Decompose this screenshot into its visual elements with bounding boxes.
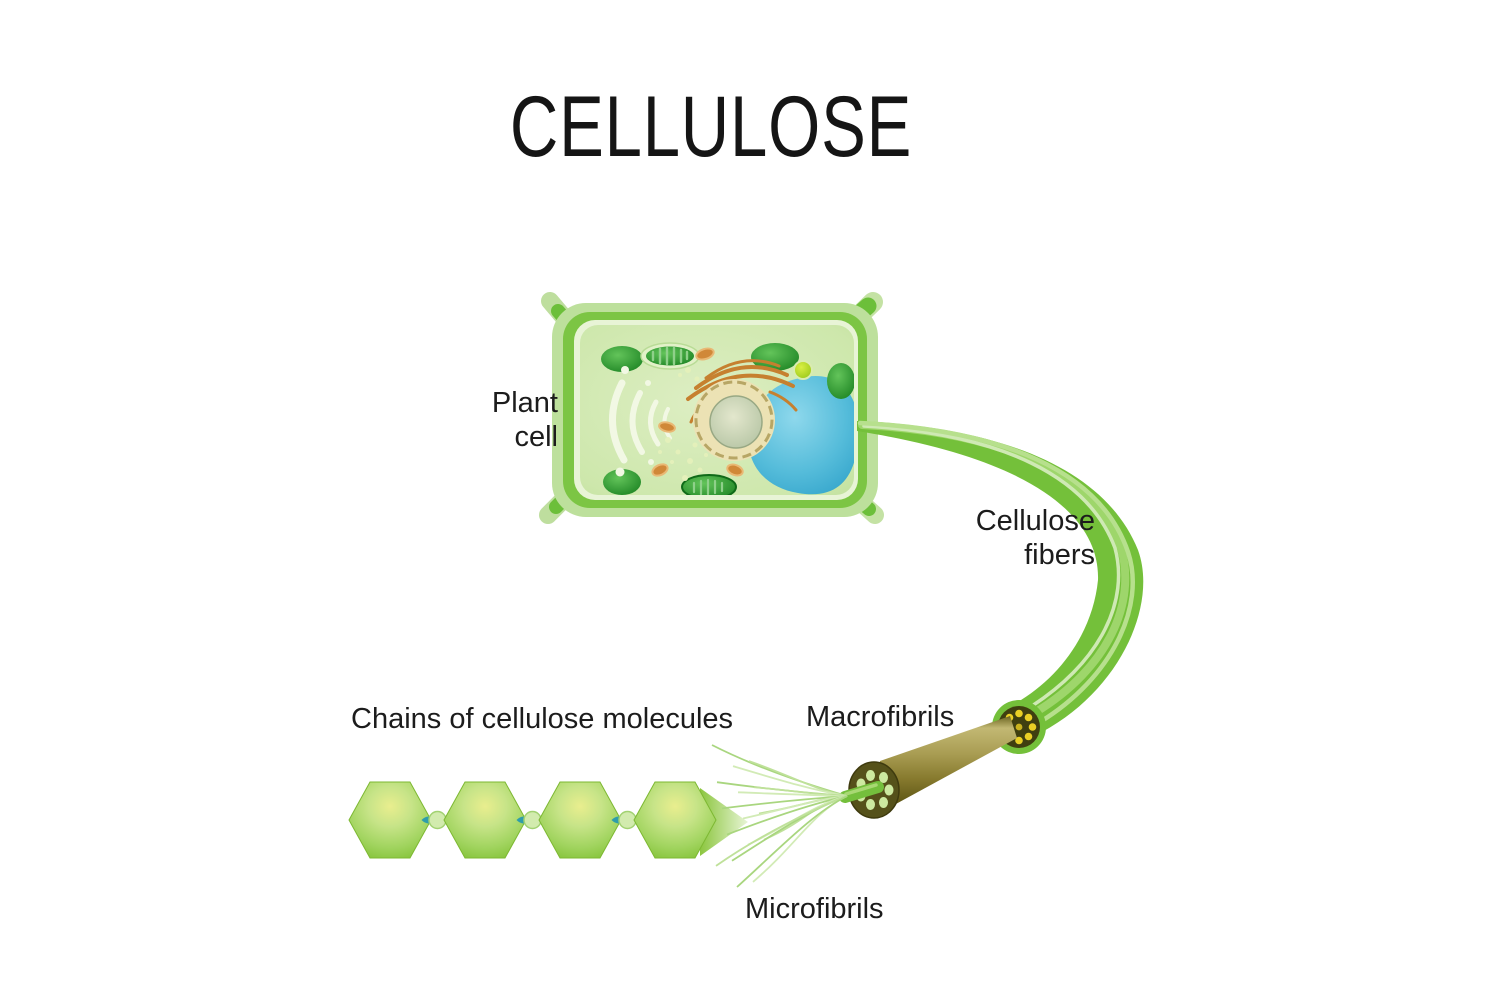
label-cellulose-fibers-line2: fibers — [1024, 539, 1095, 571]
microfibril-line — [732, 765, 848, 797]
peroxisome — [793, 360, 813, 380]
chloroplast-striped-bottom — [681, 474, 737, 495]
label-plant-cell: Plant cell — [400, 386, 558, 454]
fiber-highlights — [857, 420, 1135, 725]
chloroplast-striped-top — [640, 342, 700, 370]
microfibril-fan-lines — [711, 744, 848, 888]
cellulose-molecule — [348, 781, 432, 859]
microfibril-line — [742, 795, 848, 820]
label-microfibrils: Microfibrils — [745, 893, 884, 925]
mitochondria — [651, 347, 744, 477]
label-plant-cell-line2: cell — [514, 421, 558, 453]
macrofibril-strand — [839, 781, 884, 803]
fiber-band — [857, 421, 1144, 732]
macrofibril-cone — [839, 716, 1017, 819]
cellulose-fiber — [857, 420, 1144, 754]
microfibril-line — [737, 791, 848, 797]
label-cellulose-fibers: Cellulose fibers — [900, 504, 1095, 572]
vacuole — [748, 376, 854, 495]
label-plant-cell-line1: Plant — [491, 387, 558, 419]
microfibril-line — [715, 795, 848, 867]
molecule-funnel — [700, 788, 748, 856]
label-chains-of-cellulose-molecules: Chains of cellulose molecules — [351, 703, 734, 735]
label-macrofibrils: Macrofibrils — [806, 701, 955, 733]
cellulose-molecule — [538, 781, 622, 859]
cellulose-molecule — [443, 781, 527, 859]
chloroplasts — [601, 342, 854, 495]
molecule-chain — [348, 781, 717, 859]
microfibril-fan — [700, 744, 848, 888]
nucleolus — [709, 395, 763, 449]
microfibril-line — [711, 744, 848, 797]
microfibril-line — [736, 795, 848, 888]
cone-body — [872, 716, 1017, 817]
cytoplasm-granules — [658, 367, 708, 481]
nucleus — [693, 379, 775, 461]
plant-cell-illustration — [539, 292, 884, 524]
diagram-title: CELLULOSE — [509, 79, 913, 175]
label-cellulose-fibers-line1: Cellulose — [975, 505, 1095, 537]
